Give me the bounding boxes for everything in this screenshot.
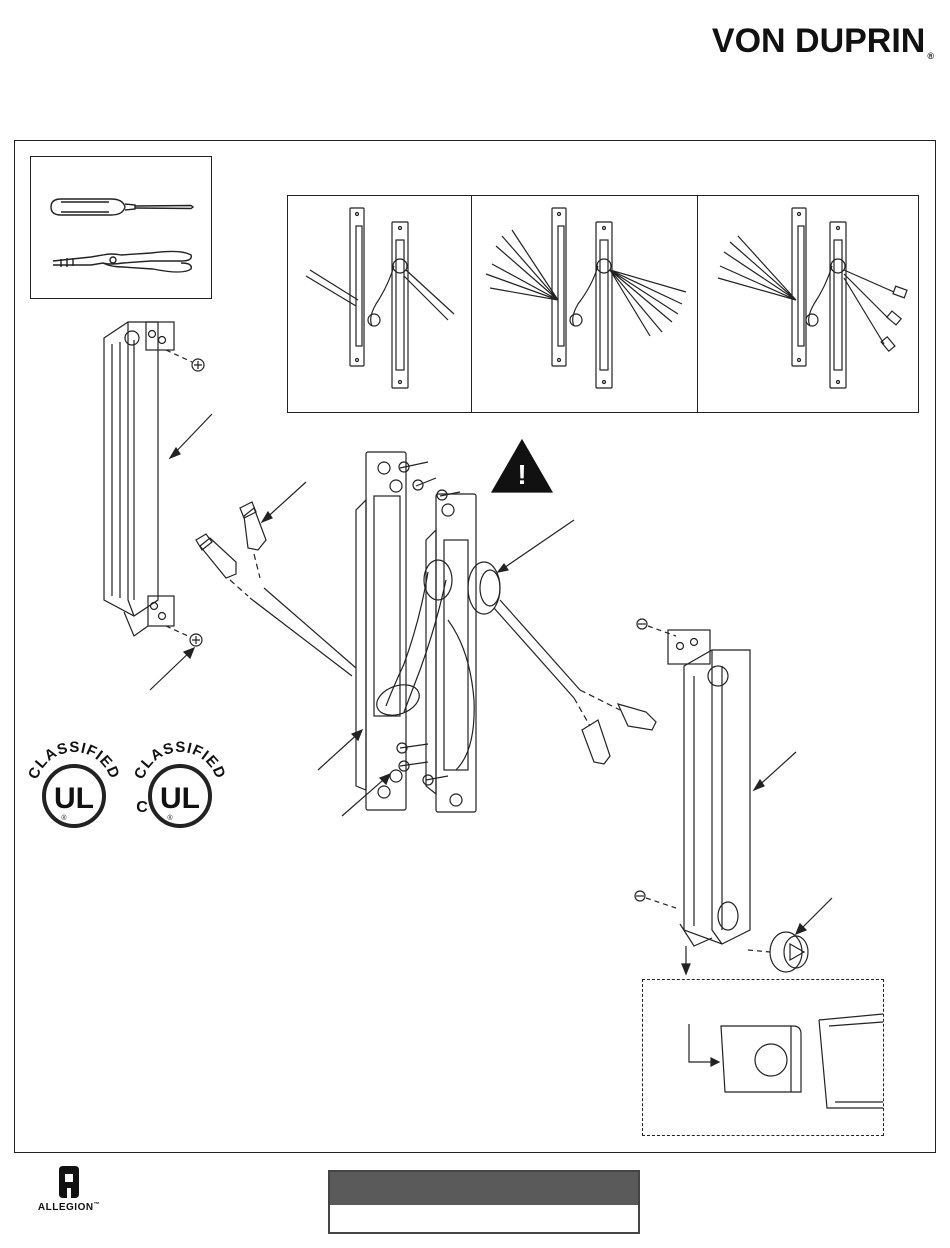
ul-badge-label: CLASSIFIED xyxy=(25,739,123,782)
wire-splice-guide xyxy=(254,554,260,578)
transfer-hinge-arm xyxy=(373,560,452,721)
wire-splice-guide xyxy=(230,580,248,596)
title-block-header-bar xyxy=(330,1172,638,1205)
wire-nut-left-2 xyxy=(196,534,236,578)
title-block xyxy=(328,1170,640,1234)
hinge-grommet xyxy=(468,562,580,698)
allegion-logo: ALLEGION™ xyxy=(24,1166,114,1213)
hole-plug xyxy=(770,932,808,972)
left-raceway-box xyxy=(104,322,174,636)
cul-classified-badge: CLASSIFIED UL C ® xyxy=(131,739,229,826)
plug-guide-line xyxy=(748,950,770,952)
ul-classified-badge: CLASSIFIED UL ® xyxy=(25,739,123,826)
callout-arrowhead xyxy=(380,774,390,784)
allegion-mark-icon xyxy=(55,1166,83,1198)
wire-splice-guide xyxy=(580,690,620,710)
transfer-hinge-door-leaf xyxy=(426,494,476,812)
right-box-screw-top xyxy=(637,619,676,636)
tab-detail-illustration xyxy=(643,980,885,1137)
callout-arrowhead xyxy=(498,564,508,572)
svg-text:CLASSIFIED: CLASSIFIED xyxy=(25,739,123,782)
detail-pointer-arrowhead xyxy=(682,964,690,974)
cul-prefix: C xyxy=(136,799,148,816)
title-block-body xyxy=(330,1205,638,1232)
ul-mark: UL xyxy=(54,782,94,815)
left-box-screw-top xyxy=(166,350,204,371)
right-raceway-box xyxy=(668,630,750,946)
ul-registered-mark: ® xyxy=(61,814,67,822)
left-lead-wires xyxy=(250,588,356,676)
wire-nut-right-1 xyxy=(618,704,656,730)
hinge-screws-bottom xyxy=(397,743,448,785)
callout-arrowhead xyxy=(754,780,764,790)
company-trademark: ™ xyxy=(94,1202,101,1208)
cul-badge-label: CLASSIFIED xyxy=(131,739,229,782)
warning-symbol: ! xyxy=(517,459,526,490)
company-name: ALLEGION xyxy=(38,1202,94,1213)
wire-splice-guide xyxy=(574,698,590,726)
svg-text:CLASSIFIED: CLASSIFIED xyxy=(131,739,229,782)
cul-registered-mark: ® xyxy=(167,814,173,822)
transfer-hinge-frame-leaf xyxy=(356,452,406,810)
wire-nut-left-1 xyxy=(240,502,266,550)
left-box-screw-bottom xyxy=(166,626,202,646)
tab-detail-box xyxy=(642,979,884,1136)
hinge-screws-top xyxy=(399,462,460,500)
cul-mark: UL xyxy=(160,782,200,815)
right-box-screw-bottom xyxy=(635,891,676,908)
wire-nut-right-2 xyxy=(582,720,610,764)
callout-leader-grommet xyxy=(498,520,574,572)
